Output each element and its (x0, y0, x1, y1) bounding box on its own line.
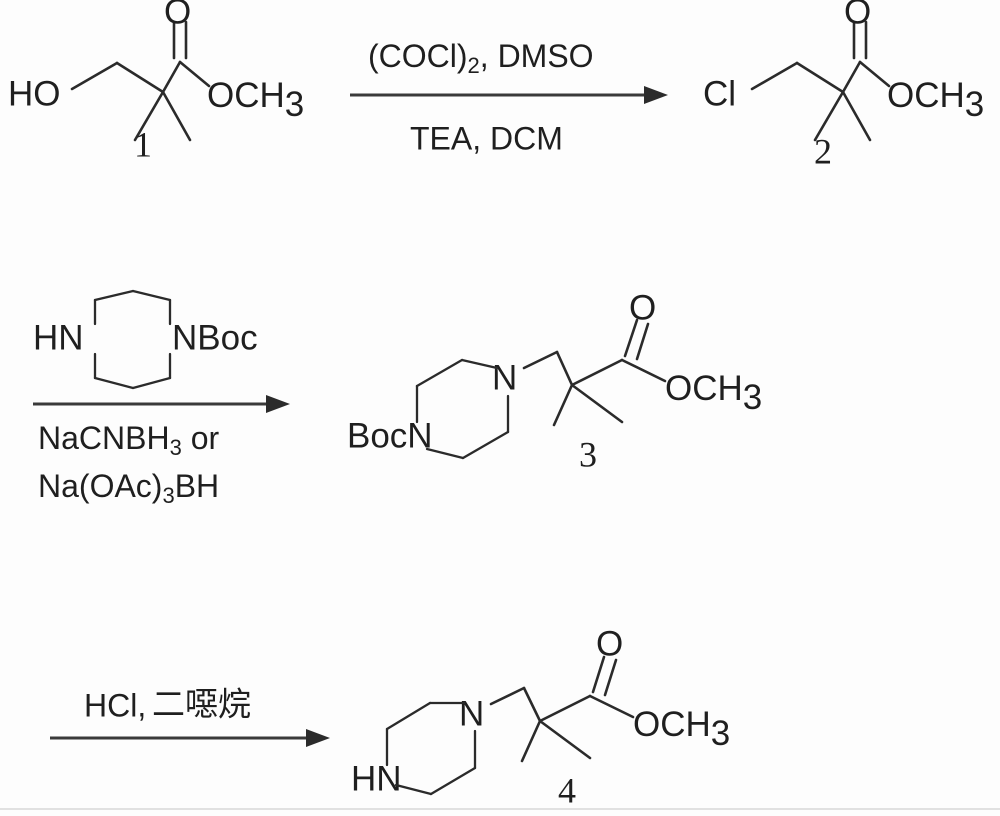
reagent-boc-piperazine: HN NBoc (33, 289, 258, 390)
conditions-above-step-3-cjk: 二噁烷 (152, 685, 251, 724)
atom-label-ring-n-3: N (492, 358, 517, 397)
bond-methyl-left (133, 90, 165, 142)
bond-ch2-cq-2 (795, 61, 845, 94)
atom-label-reagent-nboc: NBoc (172, 318, 258, 357)
arrow-head-3 (306, 729, 330, 747)
bond-c4-carbonyl-oester (588, 694, 635, 719)
atom-label-carbonyl-oxygen-3: O (629, 288, 656, 327)
bond-carbonyl-oester-2 (858, 60, 891, 88)
bond-c3-ring-5 (461, 430, 510, 460)
bond-cl-ch2 (750, 61, 799, 91)
compound-number-3: 3 (579, 434, 597, 474)
arrow-head-2 (266, 395, 290, 413)
bond-carbonyl-oester (178, 60, 211, 88)
bond-c3-carbonyl-b (635, 322, 650, 361)
bond-c4-cq-carbonyl (538, 694, 592, 723)
atom-label-bocn: BocN (347, 416, 433, 455)
atom-label-carbonyl-oxygen: O (164, 0, 191, 31)
molecule-compound-4: HN N O OCH3 4 (351, 624, 730, 810)
bond-cq-carbonyl-2 (841, 60, 862, 94)
bond-ho-ch2 (70, 61, 119, 91)
conditions-below-step-2-line-2: Na(OAc)3BH (38, 468, 219, 507)
bond-c3-ch2-cq (555, 350, 574, 387)
atom-label-chloro: Cl (703, 74, 736, 113)
bond-c3-methyl-left (552, 383, 574, 427)
bond-c4-carbonyl-a (591, 655, 606, 694)
reaction-arrow-step-2 (33, 395, 290, 413)
atom-label-methoxy-2: OCH3 (887, 76, 984, 124)
conditions-below-step-1: TEA, DCM (410, 120, 563, 156)
bond-c4-n-ch2 (489, 686, 526, 706)
arrow-head-1 (644, 86, 668, 104)
bond-reagent-ring-7 (131, 376, 172, 390)
bond-c3-n-ch2 (522, 350, 559, 370)
bond-cq-carbonyl (161, 60, 182, 94)
atom-label-methoxy-4: OCH3 (633, 705, 730, 753)
bond-c4-ring-5 (429, 766, 477, 796)
reaction-arrow-step-3 (50, 729, 330, 747)
bond-methyl-right (161, 90, 192, 142)
molecule-compound-2: Cl O OCH3 2 (703, 0, 984, 171)
bond-methyl-right-2 (841, 90, 872, 142)
compound-number-2: 2 (814, 131, 832, 171)
bond-c4-carbonyl-b (603, 658, 618, 697)
bond-c4-methyl-right (538, 719, 592, 760)
bond-c4-ch2-cq (522, 686, 542, 723)
atom-label-carbonyl-oxygen-2: O (844, 0, 871, 31)
bond-c4-ring-2 (385, 701, 432, 731)
bond-c3-ring-3 (460, 358, 499, 370)
compound-number-4: 4 (558, 770, 576, 810)
bond-c4-methyl-left (520, 719, 542, 763)
atom-label-methoxy-3: OCH3 (665, 369, 762, 417)
bond-c3-methyl-right (570, 383, 624, 424)
atom-label-methoxy: OCH3 (207, 76, 304, 124)
atom-label-ring-n-4: N (459, 694, 484, 733)
bond-c3-ring-2 (415, 358, 464, 388)
bond-reagent-ring-3 (131, 289, 172, 302)
compound-number-1: 1 (134, 124, 152, 164)
conditions-below-step-2-line-1: NaCNBH3 or (38, 420, 220, 459)
bond-c3-cq-carbonyl (570, 358, 624, 387)
bond-c3-carbonyl-oester (620, 358, 667, 383)
atom-label-carbonyl-oxygen-4: O (596, 624, 623, 663)
molecule-compound-3: BocN N O OCH3 3 (347, 288, 762, 474)
atom-label-reagent-nh: HN (33, 318, 84, 357)
reaction-arrow-step-1 (350, 86, 668, 104)
bond-reagent-ring-2 (93, 289, 135, 302)
bond-ch2-cq (115, 61, 165, 94)
bond-c3-carbonyl-a (623, 318, 639, 358)
molecule-compound-1: HO O OCH3 1 (8, 0, 304, 164)
bond-c4-ring-6 (394, 783, 433, 796)
bond-c3-ring-6 (425, 447, 465, 460)
atom-label-hydroxyl: HO (8, 74, 61, 113)
atom-label-nh-4: HN (351, 759, 402, 798)
conditions-above-step-1: (COCl)2, DMSO (368, 38, 594, 77)
conditions-above-step-3-latin: HCl, (84, 687, 146, 723)
bond-reagent-ring-6 (93, 376, 135, 390)
bond-methyl-left-2 (813, 90, 845, 142)
